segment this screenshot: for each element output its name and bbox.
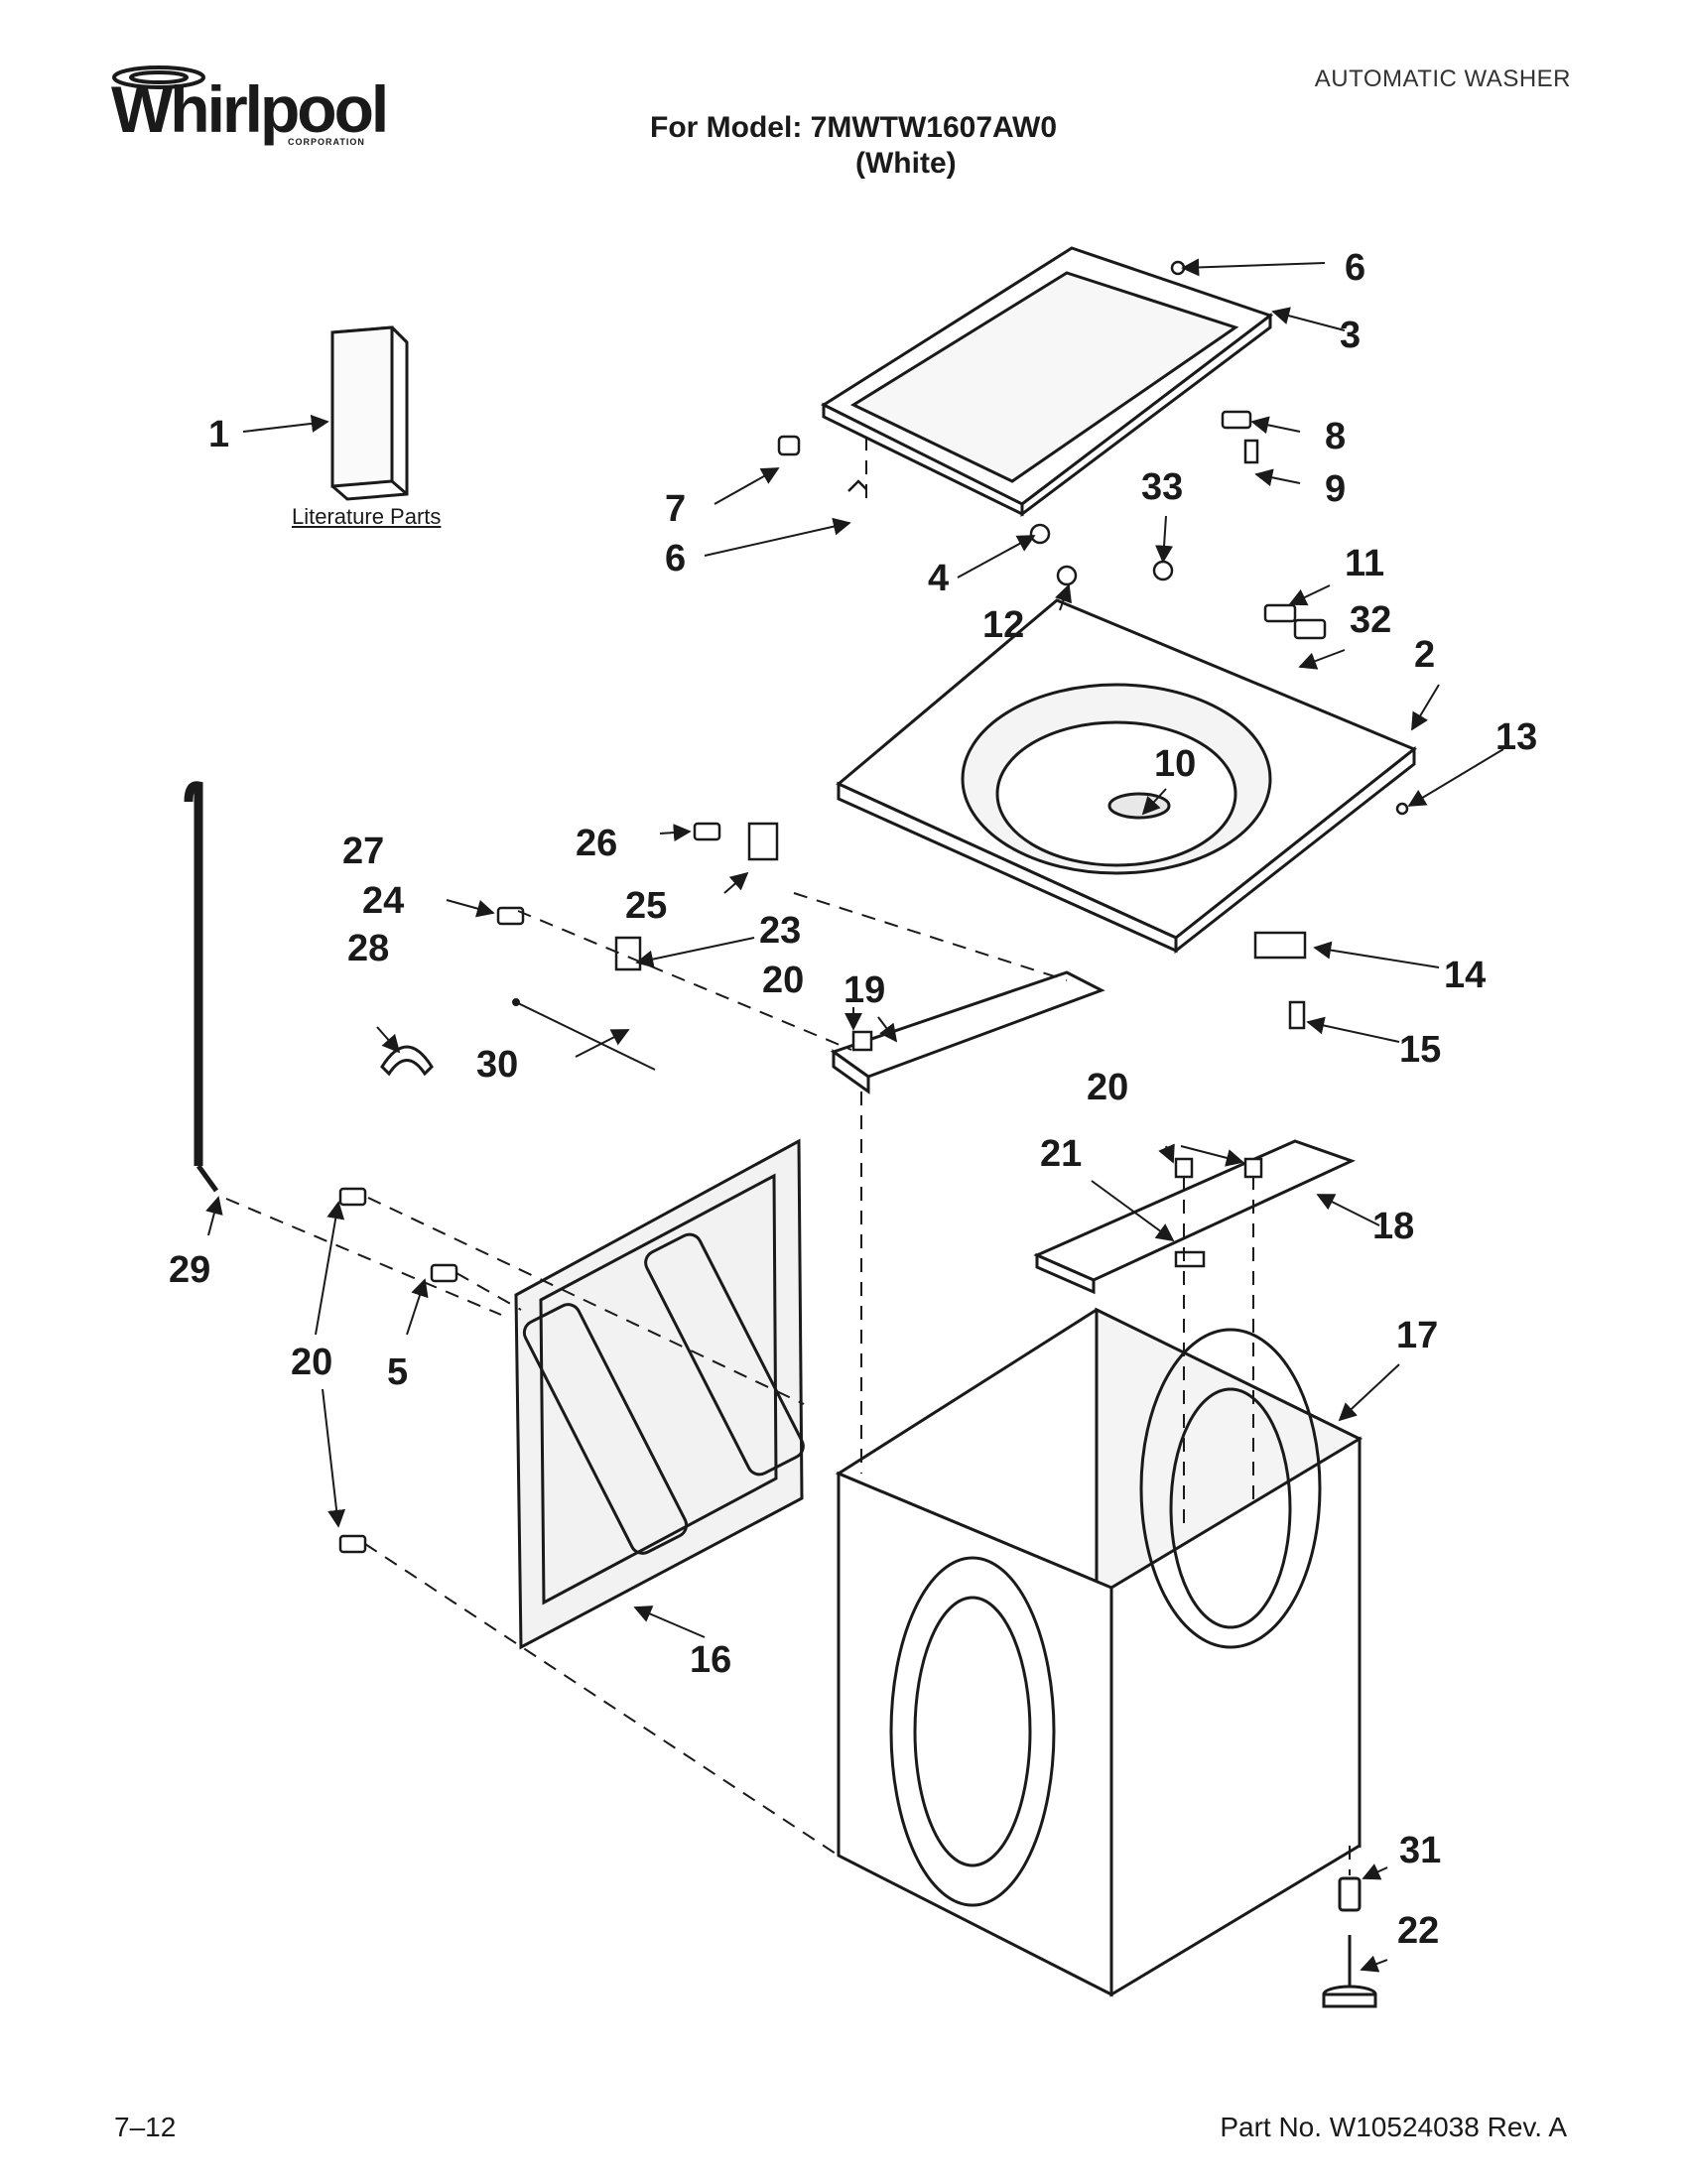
callout-20b: 20 — [1087, 1067, 1128, 1108]
callout-9: 9 — [1325, 468, 1346, 510]
callout-29: 29 — [169, 1249, 210, 1291]
page-number: 7–12 — [114, 2112, 177, 2142]
model-variant: (White) — [855, 147, 957, 180]
callout-20c: 20 — [291, 1342, 332, 1383]
callout-11: 11 — [1345, 543, 1384, 584]
literature-book — [330, 325, 409, 501]
leader-arrows — [205, 258, 1504, 1973]
callout-3: 3 — [1340, 315, 1361, 356]
callout-6b: 6 — [665, 538, 686, 579]
hose-guide — [380, 1045, 434, 1077]
callout-32: 32 — [1350, 599, 1391, 641]
callout-7: 7 — [665, 488, 686, 530]
callout-24: 24 — [362, 880, 404, 922]
document-type: AUTOMATIC WASHER — [1314, 65, 1571, 92]
washer-lid — [820, 246, 1274, 518]
literature-parts-label: Literature Parts — [292, 504, 442, 529]
callout-15: 15 — [1399, 1029, 1441, 1071]
callout-2: 2 — [1414, 634, 1435, 676]
logo-swoosh — [112, 65, 205, 89]
back-panel — [514, 1138, 805, 1650]
washer-top — [836, 598, 1417, 955]
callout-19: 19 — [844, 969, 885, 1011]
callout-5: 5 — [387, 1351, 408, 1393]
callout-1: 1 — [208, 414, 229, 455]
callout-14: 14 — [1444, 955, 1486, 996]
callout-23: 23 — [759, 910, 801, 952]
callout-12: 12 — [982, 604, 1024, 646]
callout-21: 21 — [1040, 1133, 1082, 1175]
callout-27: 27 — [342, 831, 384, 872]
callout-30: 30 — [476, 1044, 518, 1086]
callout-18: 18 — [1372, 1206, 1414, 1247]
callout-10: 10 — [1154, 743, 1196, 785]
brand-logo: Whirlpool — [111, 72, 389, 146]
callout-22: 22 — [1397, 1910, 1439, 1952]
rear-support-bar — [1033, 1139, 1356, 1295]
callout-16: 16 — [690, 1639, 731, 1681]
callout-26: 26 — [576, 823, 617, 864]
callout-4: 4 — [928, 558, 949, 599]
front-support-bar — [830, 970, 1105, 1094]
brand-subtitle: CORPORATION — [288, 137, 365, 147]
leveling-leg — [1322, 1876, 1377, 2008]
callout-8: 8 — [1325, 416, 1346, 457]
callout-28: 28 — [347, 928, 389, 969]
callout-13: 13 — [1495, 716, 1537, 758]
assembly-lines — [225, 437, 1351, 1875]
part-number: Part No. W10524038 Rev. A — [1220, 2112, 1567, 2142]
cabinet — [835, 1307, 1363, 1997]
hardware-parts — [338, 260, 1409, 1554]
callout-25: 25 — [625, 885, 667, 927]
callout-6a: 6 — [1345, 247, 1365, 289]
callout-20a: 20 — [762, 960, 804, 1001]
callout-17: 17 — [1396, 1315, 1438, 1356]
callout-31: 31 — [1399, 1830, 1441, 1871]
drain-hose — [184, 781, 219, 1193]
callout-33: 33 — [1141, 466, 1183, 508]
callout-labels: 1 2 3 4 5 6 6 7 8 9 10 11 12 13 14 15 16… — [169, 247, 1537, 1952]
model-line: For Model: 7MWTW1607AW0 — [650, 111, 1058, 144]
tie-strap — [512, 998, 656, 1071]
